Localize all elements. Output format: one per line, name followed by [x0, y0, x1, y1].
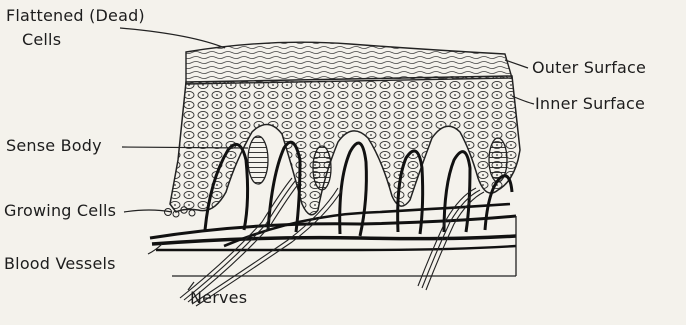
- label-flattened-cells-line2: Cells: [22, 30, 61, 49]
- nerve-bundles: [180, 178, 484, 306]
- label-inner-surface: Inner Surface: [535, 94, 645, 113]
- label-blood-vessels: Blood Vessels: [4, 254, 116, 273]
- sense-body-shape: [313, 146, 331, 190]
- label-flattened-cells-line1: Flattened (Dead): [6, 6, 145, 25]
- label-growing-cells: Growing Cells: [4, 201, 116, 220]
- label-outer-surface: Outer Surface: [532, 58, 646, 77]
- sense-body-shape: [248, 136, 268, 184]
- label-sense-body: Sense Body: [6, 136, 102, 155]
- label-nerves: Nerves: [190, 288, 247, 307]
